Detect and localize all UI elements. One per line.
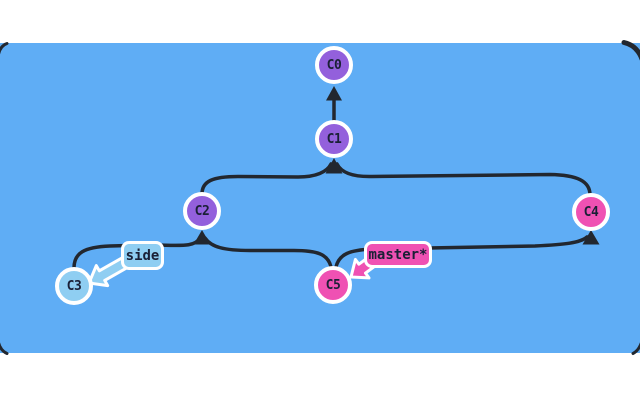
branch-label-side[interactable]: side (121, 241, 164, 270)
edge-arrowheads (193, 86, 600, 245)
arrowhead-into-c0-icon (326, 86, 342, 101)
branch-label-side-text: side (125, 247, 160, 264)
canvas-corner-marks (0, 40, 640, 355)
commit-node-c1[interactable]: C1 (315, 120, 353, 158)
canvas-corner-mark-top-right (621, 40, 640, 61)
edge-c5-to-c2 (203, 236, 333, 269)
commit-node-c4[interactable]: C4 (572, 193, 610, 231)
commit-node-c0[interactable]: C0 (315, 46, 353, 84)
commit-node-c2[interactable]: C2 (183, 192, 221, 230)
commit-label-c3: C3 (66, 278, 82, 294)
branch-label-master[interactable]: master* (364, 241, 432, 268)
commit-node-c5[interactable]: C5 (314, 266, 352, 304)
edge-c4-to-c1 (335, 162, 592, 197)
arrowhead-into-c2-icon (193, 230, 211, 245)
commit-label-c4: C4 (583, 204, 599, 220)
canvas-corner-mark-top-left (0, 42, 9, 55)
commit-label-c0: C0 (326, 57, 342, 73)
branch-label-master-text: master* (368, 246, 428, 263)
commit-label-c1: C1 (326, 131, 342, 147)
graph-canvas-background (0, 43, 640, 353)
arrowhead-into-c4-icon (582, 230, 600, 245)
canvas-corner-mark-bottom-left (0, 342, 9, 355)
commit-label-c5: C5 (325, 277, 341, 293)
commit-node-c3[interactable]: C3 (55, 267, 93, 305)
arrowhead-into-c1-icon (325, 158, 343, 174)
edge-c2-to-c1 (200, 162, 333, 196)
edge-c5-to-c4 (334, 235, 589, 269)
commit-label-c2: C2 (194, 203, 210, 219)
canvas-corner-mark-bottom-right (631, 342, 640, 355)
